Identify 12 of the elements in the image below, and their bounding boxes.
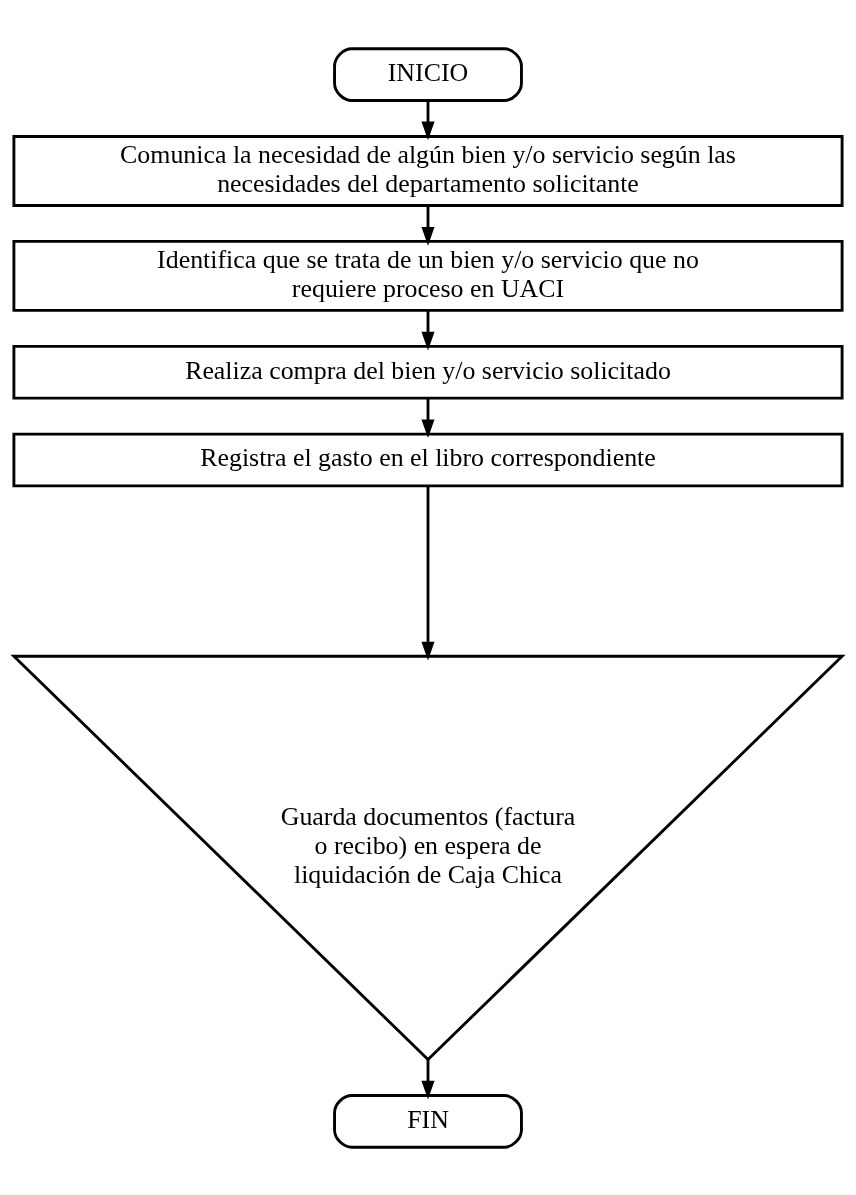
arrow: [421, 397, 435, 438]
node-box: FIN: [333, 1093, 523, 1149]
arrow: [421, 100, 435, 140]
node-box: Comunica la necesidad de algún bien y/o servicio según las necesidades del departamento solicitante: [12, 134, 844, 207]
node-box: Realiza compra del bien y/o servicio solicitado: [12, 344, 844, 400]
node-box: Identifica que se trata de un bien y/o servicio que no requiere proceso en UACI: [12, 239, 844, 312]
arrow: [421, 485, 435, 660]
arrow: [421, 1059, 435, 1099]
arrow: [421, 205, 435, 246]
arrow: [421, 310, 435, 351]
node-box: Registra el gasto en el libro correspondiente: [12, 432, 844, 487]
node-box: INICIO: [333, 46, 523, 102]
